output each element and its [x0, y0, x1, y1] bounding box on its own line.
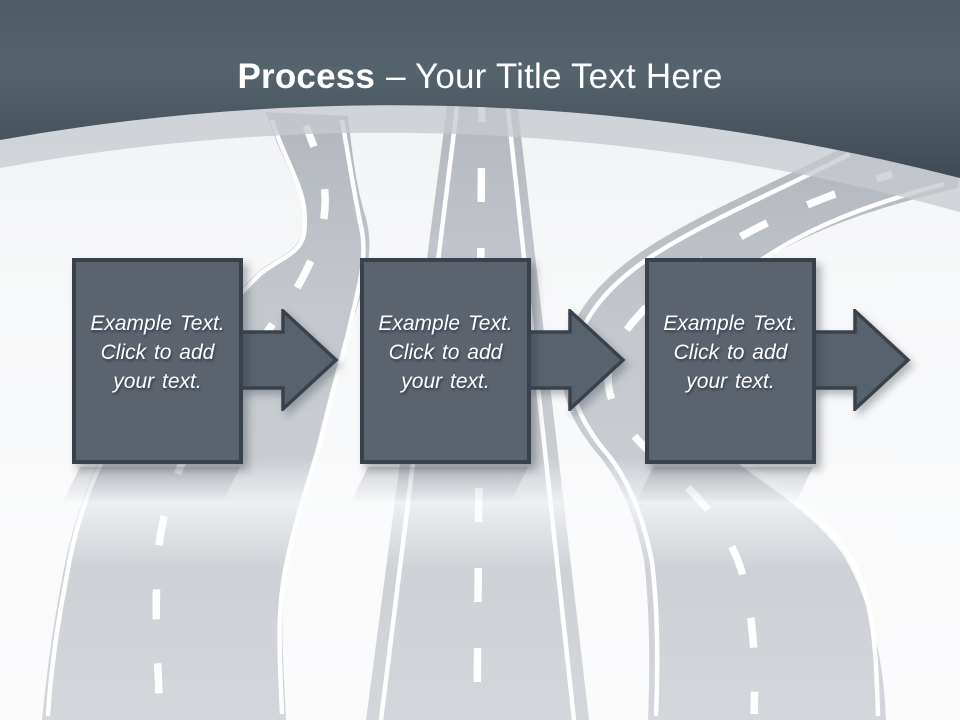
step-text-line: your text.	[686, 369, 775, 393]
header-edge-band	[0, 105, 960, 212]
step-text-line: Click to add	[388, 340, 503, 364]
process-step-2[interactable]: Example Text. Click to add your text.	[360, 258, 531, 464]
step-reflection	[63, 467, 241, 501]
step-text-line: Click to add	[100, 340, 215, 364]
step-reflection	[636, 467, 813, 501]
process-arrow-2[interactable]	[527, 309, 627, 411]
step-2-text: Example Text. Click to add your text.	[378, 309, 512, 396]
step-reflection	[351, 467, 528, 501]
reflection-wash	[0, 458, 960, 570]
header-banner	[0, 0, 960, 178]
title-text-rest: – Your Title Text Here	[386, 57, 723, 96]
process-step-3[interactable]: Example Text. Click to add your text.	[645, 258, 816, 464]
step-text-line: your text.	[113, 369, 202, 393]
process-step-1[interactable]: Example Text. Click to add your text.	[72, 258, 243, 464]
title-text-bold: Process	[237, 57, 376, 96]
process-arrow-3[interactable]	[812, 309, 912, 411]
step-text-line: Example Text.	[378, 311, 513, 335]
step-text-line: Example Text.	[90, 311, 225, 335]
step-text-line: your text.	[401, 369, 490, 393]
step-1-text: Example Text. Click to add your text.	[90, 309, 224, 396]
step-text-line: Example Text.	[663, 311, 798, 335]
step-text-line: Click to add	[673, 340, 788, 364]
process-arrow-1[interactable]	[240, 309, 340, 411]
slide-title[interactable]: Process – Your Title Text Here	[0, 54, 960, 100]
step-3-text: Example Text. Click to add your text.	[663, 309, 797, 396]
